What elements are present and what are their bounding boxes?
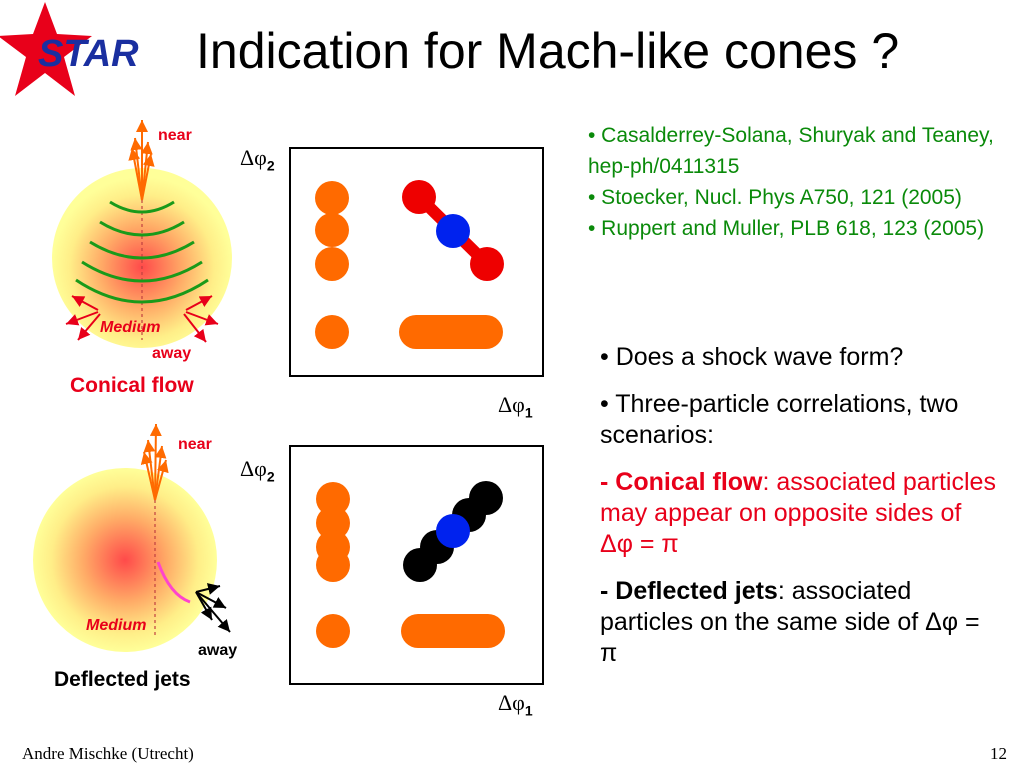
star-logo: STAR xyxy=(0,2,139,96)
correlation-plot-conical xyxy=(315,180,504,349)
star-logo-text: STAR xyxy=(38,33,139,75)
reference-item: • Stoecker, Nucl. Phys A750, 121 (2005) xyxy=(588,186,962,209)
footer-author: Andre Mischke (Utrecht) xyxy=(22,744,194,763)
star-logo-star-icon xyxy=(0,2,92,96)
correlation-plot-deflected xyxy=(316,481,505,648)
bullet-conical-flow: - Conical flow: associated particles may… xyxy=(600,468,996,558)
shock-wave-arcs xyxy=(75,200,209,304)
correlation-panel-deflected xyxy=(289,445,544,685)
medium-blob xyxy=(33,468,217,652)
page-number: 12 xyxy=(990,744,1007,763)
bullet-three-particle: • Three-particle correlations, two scena… xyxy=(600,390,959,449)
orange-dots xyxy=(315,181,503,349)
y-axis-label-bottom: Δφ2 xyxy=(240,456,275,485)
bullet-deflected-jets: - Deflected jets: associated particles o… xyxy=(600,577,980,667)
near-label-top: near xyxy=(158,127,192,144)
red-dot xyxy=(470,247,504,281)
x-axis-label-bottom: Δφ1 xyxy=(498,690,533,719)
correlation-panel-conical xyxy=(289,147,544,377)
away-arrows xyxy=(195,583,231,633)
slide-title: Indication for Mach-like cones ? xyxy=(196,23,900,79)
deflected-jets-diagram xyxy=(33,423,231,652)
references-list: • Casalderrey-Solana, Shuryak and Teaney… xyxy=(588,120,1008,244)
bullet-list: • Does a shock wave form? • Three-partic… xyxy=(600,342,1000,685)
reference-item: • Ruppert and Muller, PLB 618, 123 (2005… xyxy=(588,217,985,240)
medium-label-bottom: Medium xyxy=(86,617,147,634)
away-label-top: away xyxy=(152,345,192,362)
blue-dot xyxy=(436,514,470,548)
deflected-path xyxy=(156,561,191,604)
away-arrows xyxy=(65,295,219,343)
deflected-jets-caption: Deflected jets xyxy=(54,668,191,691)
near-label-bottom: near xyxy=(178,436,212,453)
reference-item: • Casalderrey-Solana, Shuryak and Teaney… xyxy=(588,124,994,178)
conical-flow-caption: Conical flow xyxy=(70,374,194,397)
near-arrows xyxy=(140,423,169,501)
medium-label-top: Medium xyxy=(100,319,161,336)
bullet-shock-wave: • Does a shock wave form? xyxy=(600,343,904,371)
x-axis-label-top: Δφ1 xyxy=(498,392,533,421)
conical-flow-diagram xyxy=(52,120,232,348)
near-arrows xyxy=(128,120,155,201)
y-axis-label-top: Δφ2 xyxy=(240,145,275,174)
blue-dot xyxy=(436,214,470,248)
red-dot xyxy=(402,180,436,214)
away-label-bottom: away xyxy=(198,642,238,659)
orange-dots xyxy=(316,482,505,648)
